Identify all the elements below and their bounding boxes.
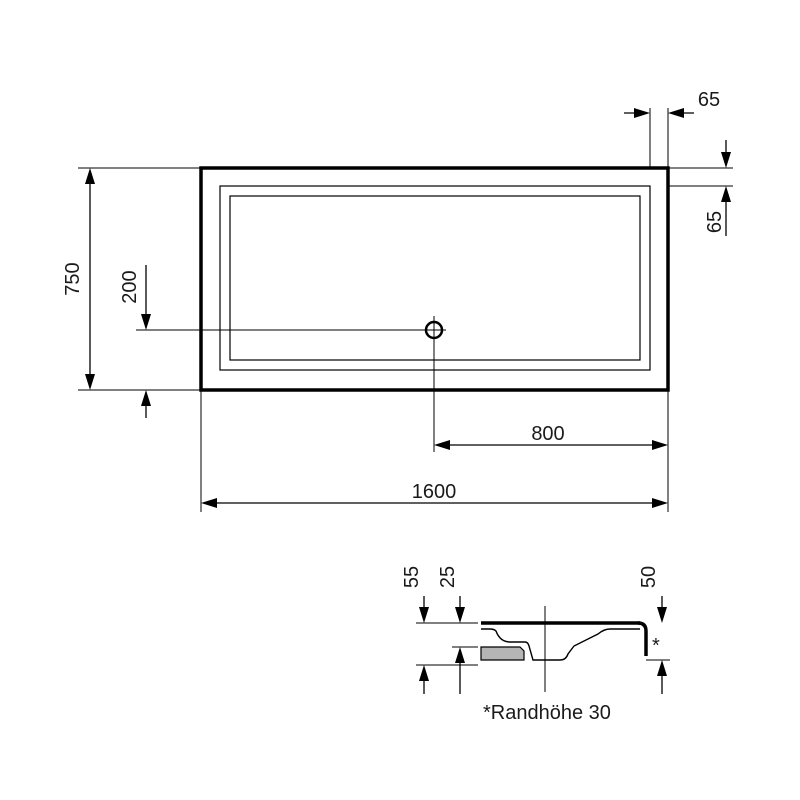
dimension-height: 750 xyxy=(62,167,201,391)
footnote-rim-height: *Randhöhe 30 xyxy=(483,702,611,724)
drain-symbol xyxy=(422,316,446,344)
tub-inner-rim xyxy=(219,185,651,371)
section-inner-profile xyxy=(481,628,640,661)
total-height-label: 55 xyxy=(401,566,423,588)
drain-offset-y-label: 200 xyxy=(119,270,141,303)
dimension-top-rim: 65 xyxy=(624,89,720,168)
height-label: 750 xyxy=(62,262,84,295)
width-label: 1600 xyxy=(412,481,457,503)
section-right-wall xyxy=(637,621,648,656)
section-view: * xyxy=(480,606,660,692)
dimension-total-height: 55 xyxy=(401,566,478,694)
top-rim-label: 65 xyxy=(698,89,720,111)
rim-asterisk: * xyxy=(652,635,660,657)
section-base xyxy=(480,646,525,661)
drain-offset-x-label: 800 xyxy=(531,423,564,445)
tub-floor-outline xyxy=(229,195,641,361)
dimension-drain-offset-x: 800 xyxy=(433,344,669,512)
base-height-label: 25 xyxy=(437,566,459,588)
dimension-side-rim: 65 xyxy=(668,140,733,236)
rim-height-label: 50 xyxy=(638,566,660,588)
dimension-rim-height: 50 xyxy=(638,566,670,694)
dimension-drain-offset-y: 200 xyxy=(119,265,422,418)
dimension-base-height: 25 xyxy=(437,566,478,694)
side-rim-label: 65 xyxy=(704,211,726,233)
dimension-width: 1600 xyxy=(200,390,668,512)
